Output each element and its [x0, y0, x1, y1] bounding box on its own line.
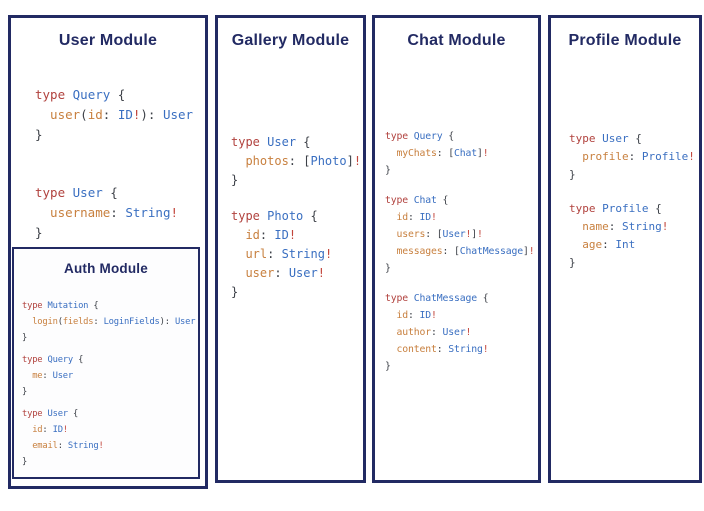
- code-block: type Mutation { login(fields: LoginField…: [22, 298, 198, 346]
- code-line: }: [569, 168, 576, 181]
- code-line: user(id: ID!): User: [35, 107, 194, 122]
- code-line: id: ID!: [385, 310, 437, 321]
- code-line: type ChatMessage {: [385, 293, 489, 304]
- code-line: type Query {: [385, 131, 454, 142]
- code-area-auth: type Mutation { login(fields: LoginField…: [22, 298, 198, 470]
- code-block: type Photo { id: ID! url: String! user: …: [231, 207, 363, 302]
- code-block: type Profile { name: String! age: Int}: [569, 200, 699, 272]
- code-line: users: [User!]!: [385, 229, 483, 240]
- code-line: email: String!: [22, 441, 104, 451]
- code-line: me: User: [22, 371, 73, 381]
- code-line: type Query {: [22, 355, 84, 365]
- code-line: author: User!: [385, 327, 472, 338]
- code-line: id: ID!: [231, 228, 297, 242]
- code-line: }: [569, 256, 576, 269]
- module-panel-gallery: Gallery Module type User { photos: [Phot…: [215, 15, 366, 483]
- code-line: type Query {: [35, 87, 126, 102]
- code-line: id: ID!: [22, 425, 68, 435]
- code-line: user: User!: [231, 266, 325, 280]
- code-line: }: [22, 457, 28, 467]
- module-panel-auth: Auth Module type Mutation { login(fields…: [12, 247, 200, 479]
- code-line: type User {: [35, 185, 118, 200]
- code-line: type Chat {: [385, 195, 449, 206]
- code-line: myChats: [Chat]!: [385, 148, 489, 159]
- module-title-gallery: Gallery Module: [231, 32, 350, 49]
- code-line: type User {: [22, 409, 79, 419]
- code-line: }: [385, 263, 391, 274]
- code-line: messages: [ChatMessage]!: [385, 246, 535, 257]
- code-block: type Query { user(id: ID!): User}: [35, 85, 205, 145]
- code-line: }: [35, 127, 43, 142]
- code-area-chat: type Query { myChats: [Chat]!}type Chat …: [385, 128, 538, 375]
- code-block: type Query { me: User}: [22, 352, 198, 400]
- code-block: type Query { myChats: [Chat]!}: [385, 128, 538, 179]
- code-line: url: String!: [231, 247, 333, 261]
- code-block: type User { photos: [Photo]!}: [231, 133, 363, 190]
- code-line: age: Int: [569, 238, 636, 251]
- code-block: type User { id: ID! email: String!}: [22, 406, 198, 470]
- code-area-user: type Query { user(id: ID!): User}type Us…: [35, 85, 205, 243]
- code-line: }: [35, 225, 43, 240]
- code-line: }: [22, 387, 28, 397]
- code-block: type User { username: String!}: [35, 183, 205, 243]
- code-area-gallery: type User { photos: [Photo]!}type Photo …: [231, 133, 363, 302]
- code-line: }: [385, 165, 391, 176]
- code-line: type Mutation {: [22, 301, 99, 311]
- code-line: }: [231, 173, 239, 187]
- code-line: }: [22, 333, 28, 343]
- code-line: }: [231, 285, 239, 299]
- code-line: name: String!: [569, 220, 669, 233]
- code-block: type Chat { id: ID! users: [User!]! mess…: [385, 192, 538, 277]
- code-line: content: String!: [385, 344, 489, 355]
- code-line: photos: [Photo]!: [231, 154, 362, 168]
- code-block: type ChatMessage { id: ID! author: User!…: [385, 290, 538, 375]
- code-block: type User { profile: Profile!}: [569, 130, 699, 184]
- module-title-profile: Profile Module: [568, 32, 682, 49]
- code-line: type Photo {: [231, 209, 318, 223]
- code-area-profile: type User { profile: Profile!}type Profi…: [569, 130, 699, 272]
- code-line: id: ID!: [385, 212, 437, 223]
- code-line: type Profile {: [569, 202, 662, 215]
- module-title-auth: Auth Module: [64, 261, 148, 276]
- code-line: type User {: [231, 135, 311, 149]
- code-line: profile: Profile!: [569, 150, 695, 163]
- module-title-chat: Chat Module: [407, 32, 506, 49]
- code-line: username: String!: [35, 205, 179, 220]
- module-title-user: User Module: [58, 32, 158, 49]
- code-line: login(fields: LoginFields): User: [22, 317, 196, 327]
- code-line: }: [385, 361, 391, 372]
- module-panel-chat: Chat Module type Query { myChats: [Chat]…: [372, 15, 541, 483]
- module-panel-profile: Profile Module type User { profile: Prof…: [548, 15, 702, 483]
- code-line: type User {: [569, 132, 642, 145]
